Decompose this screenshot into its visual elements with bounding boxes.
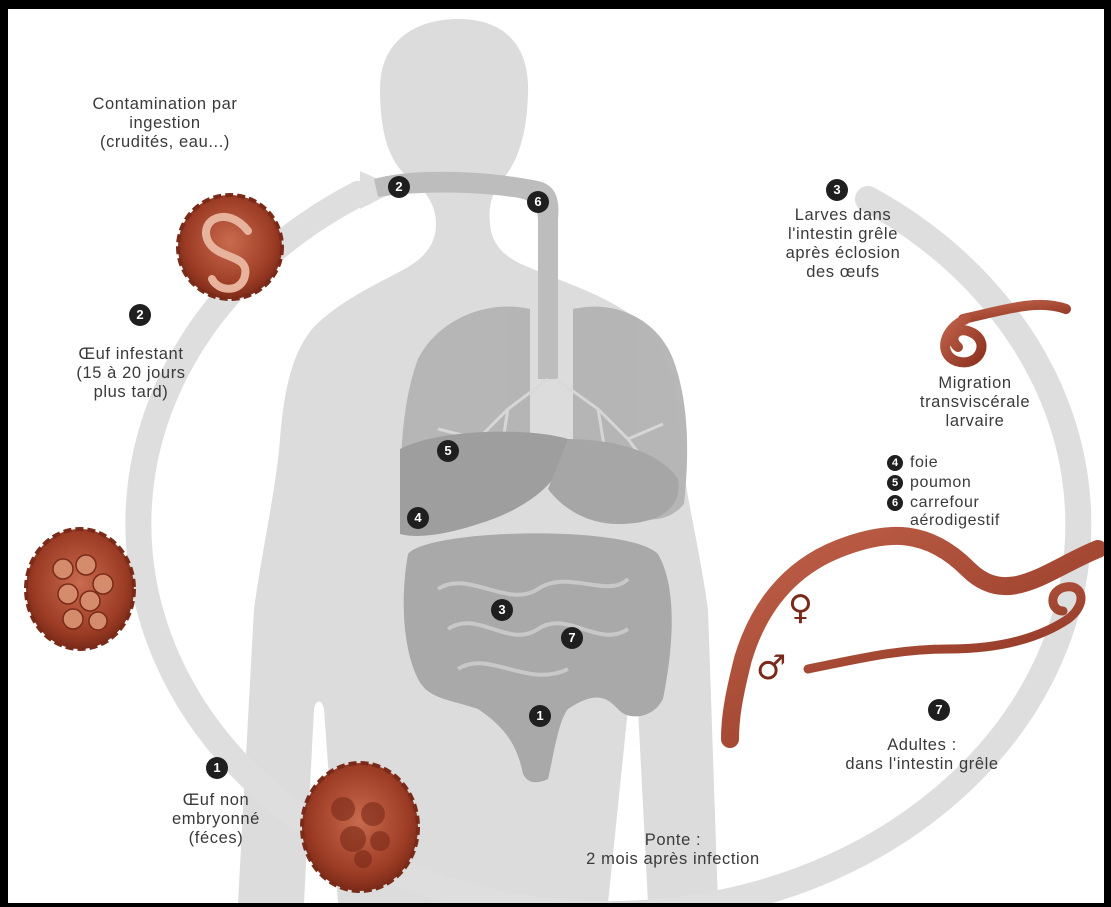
label-ingestion: Contamination par ingestion (crudités, e… <box>70 95 260 152</box>
label-migration: Migration transviscérale larvaire <box>900 374 1050 431</box>
male-symbol: ♂ <box>756 651 786 685</box>
label-oeuf-infestant: Œuf infestant (15 à 20 jours plus tard) <box>46 345 216 402</box>
legend-num-5: 5 <box>887 475 903 491</box>
egg-infestant <box>178 195 282 299</box>
marker-ring-7: 7 <box>928 699 950 721</box>
label-ponte: Ponte : 2 mois après infection <box>548 831 798 869</box>
marker-body-7: 7 <box>561 627 583 649</box>
egg-non-embryonne <box>302 763 418 891</box>
marker-ring-2: 2 <box>129 304 151 326</box>
marker-body-2: 2 <box>388 176 410 198</box>
adult-worm-female <box>730 536 1098 739</box>
label-larves-intestin: Larves dans l'intestin grêle après éclos… <box>758 206 928 282</box>
legend-text-carrefour: carrefour aérodigestif <box>910 494 1000 530</box>
label-oeuf-non-embryonne: Œuf non embryonné (féces) <box>156 791 276 848</box>
egg-embryonating <box>26 529 134 649</box>
marker-ring-1: 1 <box>206 757 228 779</box>
marker-body-5: 5 <box>437 440 459 462</box>
label-adultes: Adultes : dans l'intestin grêle <box>812 736 1032 774</box>
legend-text-poumon: poumon <box>910 474 971 492</box>
legend-num-6: 6 <box>887 495 903 511</box>
diagram-canvas: Contamination par ingestion (crudités, e… <box>8 9 1104 903</box>
marker-body-1: 1 <box>529 705 551 727</box>
legend-text-foie: foie <box>910 454 938 472</box>
marker-body-3: 3 <box>491 599 513 621</box>
marker-body-4: 4 <box>407 507 429 529</box>
female-symbol: ♀ <box>788 591 813 625</box>
marker-body-6: 6 <box>527 191 549 213</box>
legend-num-4: 4 <box>887 455 903 471</box>
marker-ring-3: 3 <box>826 179 848 201</box>
